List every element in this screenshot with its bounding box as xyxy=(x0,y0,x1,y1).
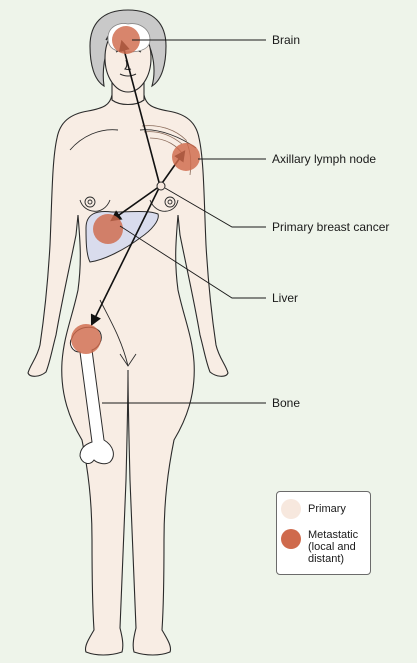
liver-metastasis xyxy=(93,214,123,244)
legend: Primary Metastatic (local and distant) xyxy=(276,491,371,575)
chest-details xyxy=(69,129,197,367)
leader-lines xyxy=(102,39,266,404)
legend-item-metastatic: Metastatic (local and distant) xyxy=(281,529,358,565)
label-bone: Bone xyxy=(272,396,301,410)
metastatic-sites xyxy=(71,26,200,354)
label-axillary-lymph-node: Axillary lymph node xyxy=(272,152,377,166)
legend-swatch-primary xyxy=(281,499,301,519)
axillary-metastasis xyxy=(172,143,200,171)
legend-swatch-metastatic xyxy=(281,529,301,549)
legend-item-primary: Primary xyxy=(281,499,346,519)
arrow-to-brain xyxy=(118,39,161,187)
arrow-to-liver xyxy=(110,185,161,222)
arrow-to-bone xyxy=(90,185,161,327)
legend-label-metastatic: Metastatic (local and distant) xyxy=(308,529,359,565)
primary-tumor xyxy=(156,181,166,191)
label-primary-breast-cancer: Primary breast cancer xyxy=(272,220,390,234)
label-liver: Liver xyxy=(272,291,299,305)
legend-label-primary: Primary xyxy=(308,503,346,515)
body-outline xyxy=(27,94,229,656)
bone-metastasis xyxy=(71,324,101,354)
brain-metastasis xyxy=(112,26,140,54)
femur-bone xyxy=(69,326,114,465)
label-brain: Brain xyxy=(272,33,301,47)
metastasis-arrows xyxy=(90,39,186,327)
